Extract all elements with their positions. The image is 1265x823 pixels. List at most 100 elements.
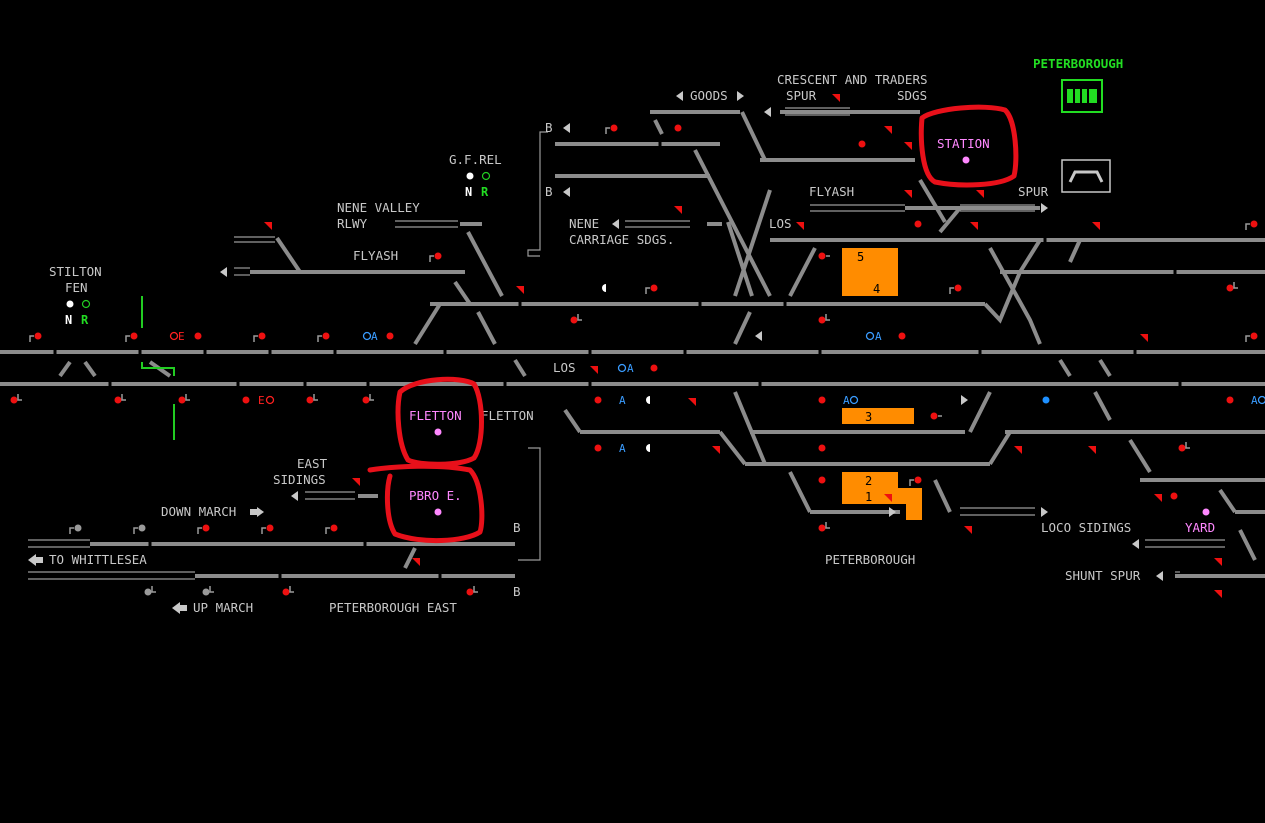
platform-3 [842, 408, 914, 424]
gf-n-label: N [465, 185, 472, 199]
signal-icon[interactable] [930, 412, 938, 420]
signal-icon[interactable] [10, 396, 18, 404]
signal-icon[interactable] [194, 332, 202, 340]
loco-sidings-label: LOCO SIDINGS [1041, 520, 1131, 535]
signal-icon[interactable] [818, 524, 826, 532]
signal-icon[interactable] [594, 444, 602, 452]
signal-icon[interactable] [818, 396, 826, 404]
platform-5-label: 5 [857, 250, 864, 264]
signal-icon[interactable] [322, 332, 330, 340]
crescent-label: CRESCENT AND TRADERS [777, 72, 928, 87]
monitor-icon[interactable] [1061, 159, 1111, 193]
nene-label: NENE [569, 216, 599, 231]
signal-icon[interactable] [650, 364, 658, 372]
panel-title: PETERBOROUGH [1033, 56, 1123, 71]
stilton-label: STILTON [49, 264, 102, 279]
signal-icon[interactable] [1250, 220, 1258, 228]
signal-icon[interactable] [258, 332, 266, 340]
signal-icon[interactable] [858, 140, 866, 148]
signal-icon[interactable] [266, 524, 274, 532]
e-marker: E [258, 394, 265, 407]
signal-icon[interactable] [914, 476, 922, 484]
station-box-label[interactable]: STATION [937, 136, 990, 151]
peterborough-panel[interactable] [1061, 79, 1103, 113]
platform-2-1 [842, 472, 922, 520]
stilton-n-label: N [65, 313, 72, 327]
a-marker: A [371, 330, 378, 343]
signal-grey [74, 524, 210, 596]
a-marker: A [619, 394, 626, 407]
red-circles [169, 331, 275, 405]
signal-icon[interactable] [818, 316, 826, 324]
gf-rel-label: G.F.REL [449, 152, 502, 167]
signal-icon[interactable] [114, 396, 122, 404]
e-marker: E [178, 330, 185, 343]
pbro-e-box-label[interactable]: PBRO E. [409, 488, 462, 503]
signal-icon[interactable] [1250, 332, 1258, 340]
up-march-label: UP MARCH [193, 600, 253, 615]
rlwy-label: RLWY [337, 216, 368, 231]
signal-icon[interactable] [178, 396, 186, 404]
sdgs-label: SDGS [897, 88, 927, 103]
fletton-label: FLETTON [481, 408, 534, 423]
platform-4-label: 4 [873, 282, 880, 296]
track-layout [0, 107, 1265, 580]
signal-icon[interactable] [466, 588, 474, 596]
east-label: EAST [297, 456, 328, 471]
b-marker: B [545, 184, 553, 199]
fletton-box-label[interactable]: FLETTON [409, 408, 462, 423]
signal-icon[interactable] [306, 396, 314, 404]
stilton-indicators [66, 299, 91, 309]
signal-stems [17, 127, 1250, 593]
signal-icon[interactable] [1226, 284, 1234, 292]
nene-valley-label: NENE VALLEY [337, 200, 420, 215]
direction-arrows [28, 91, 1163, 614]
signal-icon[interactable] [818, 252, 826, 260]
signal-icon[interactable] [898, 332, 906, 340]
sidings-label: SIDINGS [273, 472, 326, 487]
yard-box-label[interactable]: YARD [1185, 520, 1215, 535]
b-marker: B [513, 520, 521, 535]
goods-label: GOODS [690, 88, 728, 103]
signal-icon[interactable] [1226, 396, 1234, 404]
peterborough-east-label: PETERBOROUGH EAST [329, 600, 457, 615]
platforms: 5 4 3 2 1 [842, 248, 922, 520]
signal-icon[interactable] [570, 316, 578, 324]
signals [10, 124, 1258, 596]
signal-icon[interactable] [818, 476, 826, 484]
aspect-markers [602, 284, 1050, 452]
signal-icon[interactable] [202, 524, 210, 532]
signal-icon[interactable] [818, 444, 826, 452]
signal-icon[interactable] [1178, 444, 1186, 452]
fletton-highlight [395, 376, 484, 467]
peterborough-bottom-label: PETERBOROUGH [825, 552, 915, 567]
signal-icon[interactable] [386, 332, 394, 340]
signal-icon[interactable] [130, 332, 138, 340]
signal-icon[interactable] [34, 332, 42, 340]
los-top-label: LOS [769, 216, 792, 231]
signal-icon[interactable] [674, 124, 682, 132]
down-march-label: DOWN MARCH [161, 504, 236, 519]
platform-3-label: 3 [865, 410, 872, 424]
signal-icon[interactable] [434, 252, 442, 260]
signal-icon[interactable] [330, 524, 338, 532]
pbro-e-highlight [367, 463, 485, 543]
stilton-r-label: R [81, 313, 89, 327]
flyash-top-label: FLYASH [809, 184, 854, 199]
a-marker: A [843, 394, 850, 407]
signal-icon[interactable] [650, 284, 658, 292]
signal-icon[interactable] [362, 396, 370, 404]
fen-label: FEN [65, 280, 88, 295]
signal-icon[interactable] [1170, 492, 1178, 500]
a-marker: A [875, 330, 882, 343]
spur-right-label: SPUR [1018, 184, 1049, 199]
signal-icon[interactable] [282, 588, 290, 596]
signal-icon[interactable] [242, 396, 250, 404]
signal-icon[interactable] [954, 284, 962, 292]
b-marker: B [545, 120, 553, 135]
signal-icon[interactable] [610, 124, 618, 132]
platform-5-4 [842, 248, 898, 296]
a-marker: A [627, 362, 634, 375]
signal-icon[interactable] [594, 396, 602, 404]
signal-icon[interactable] [914, 220, 922, 228]
